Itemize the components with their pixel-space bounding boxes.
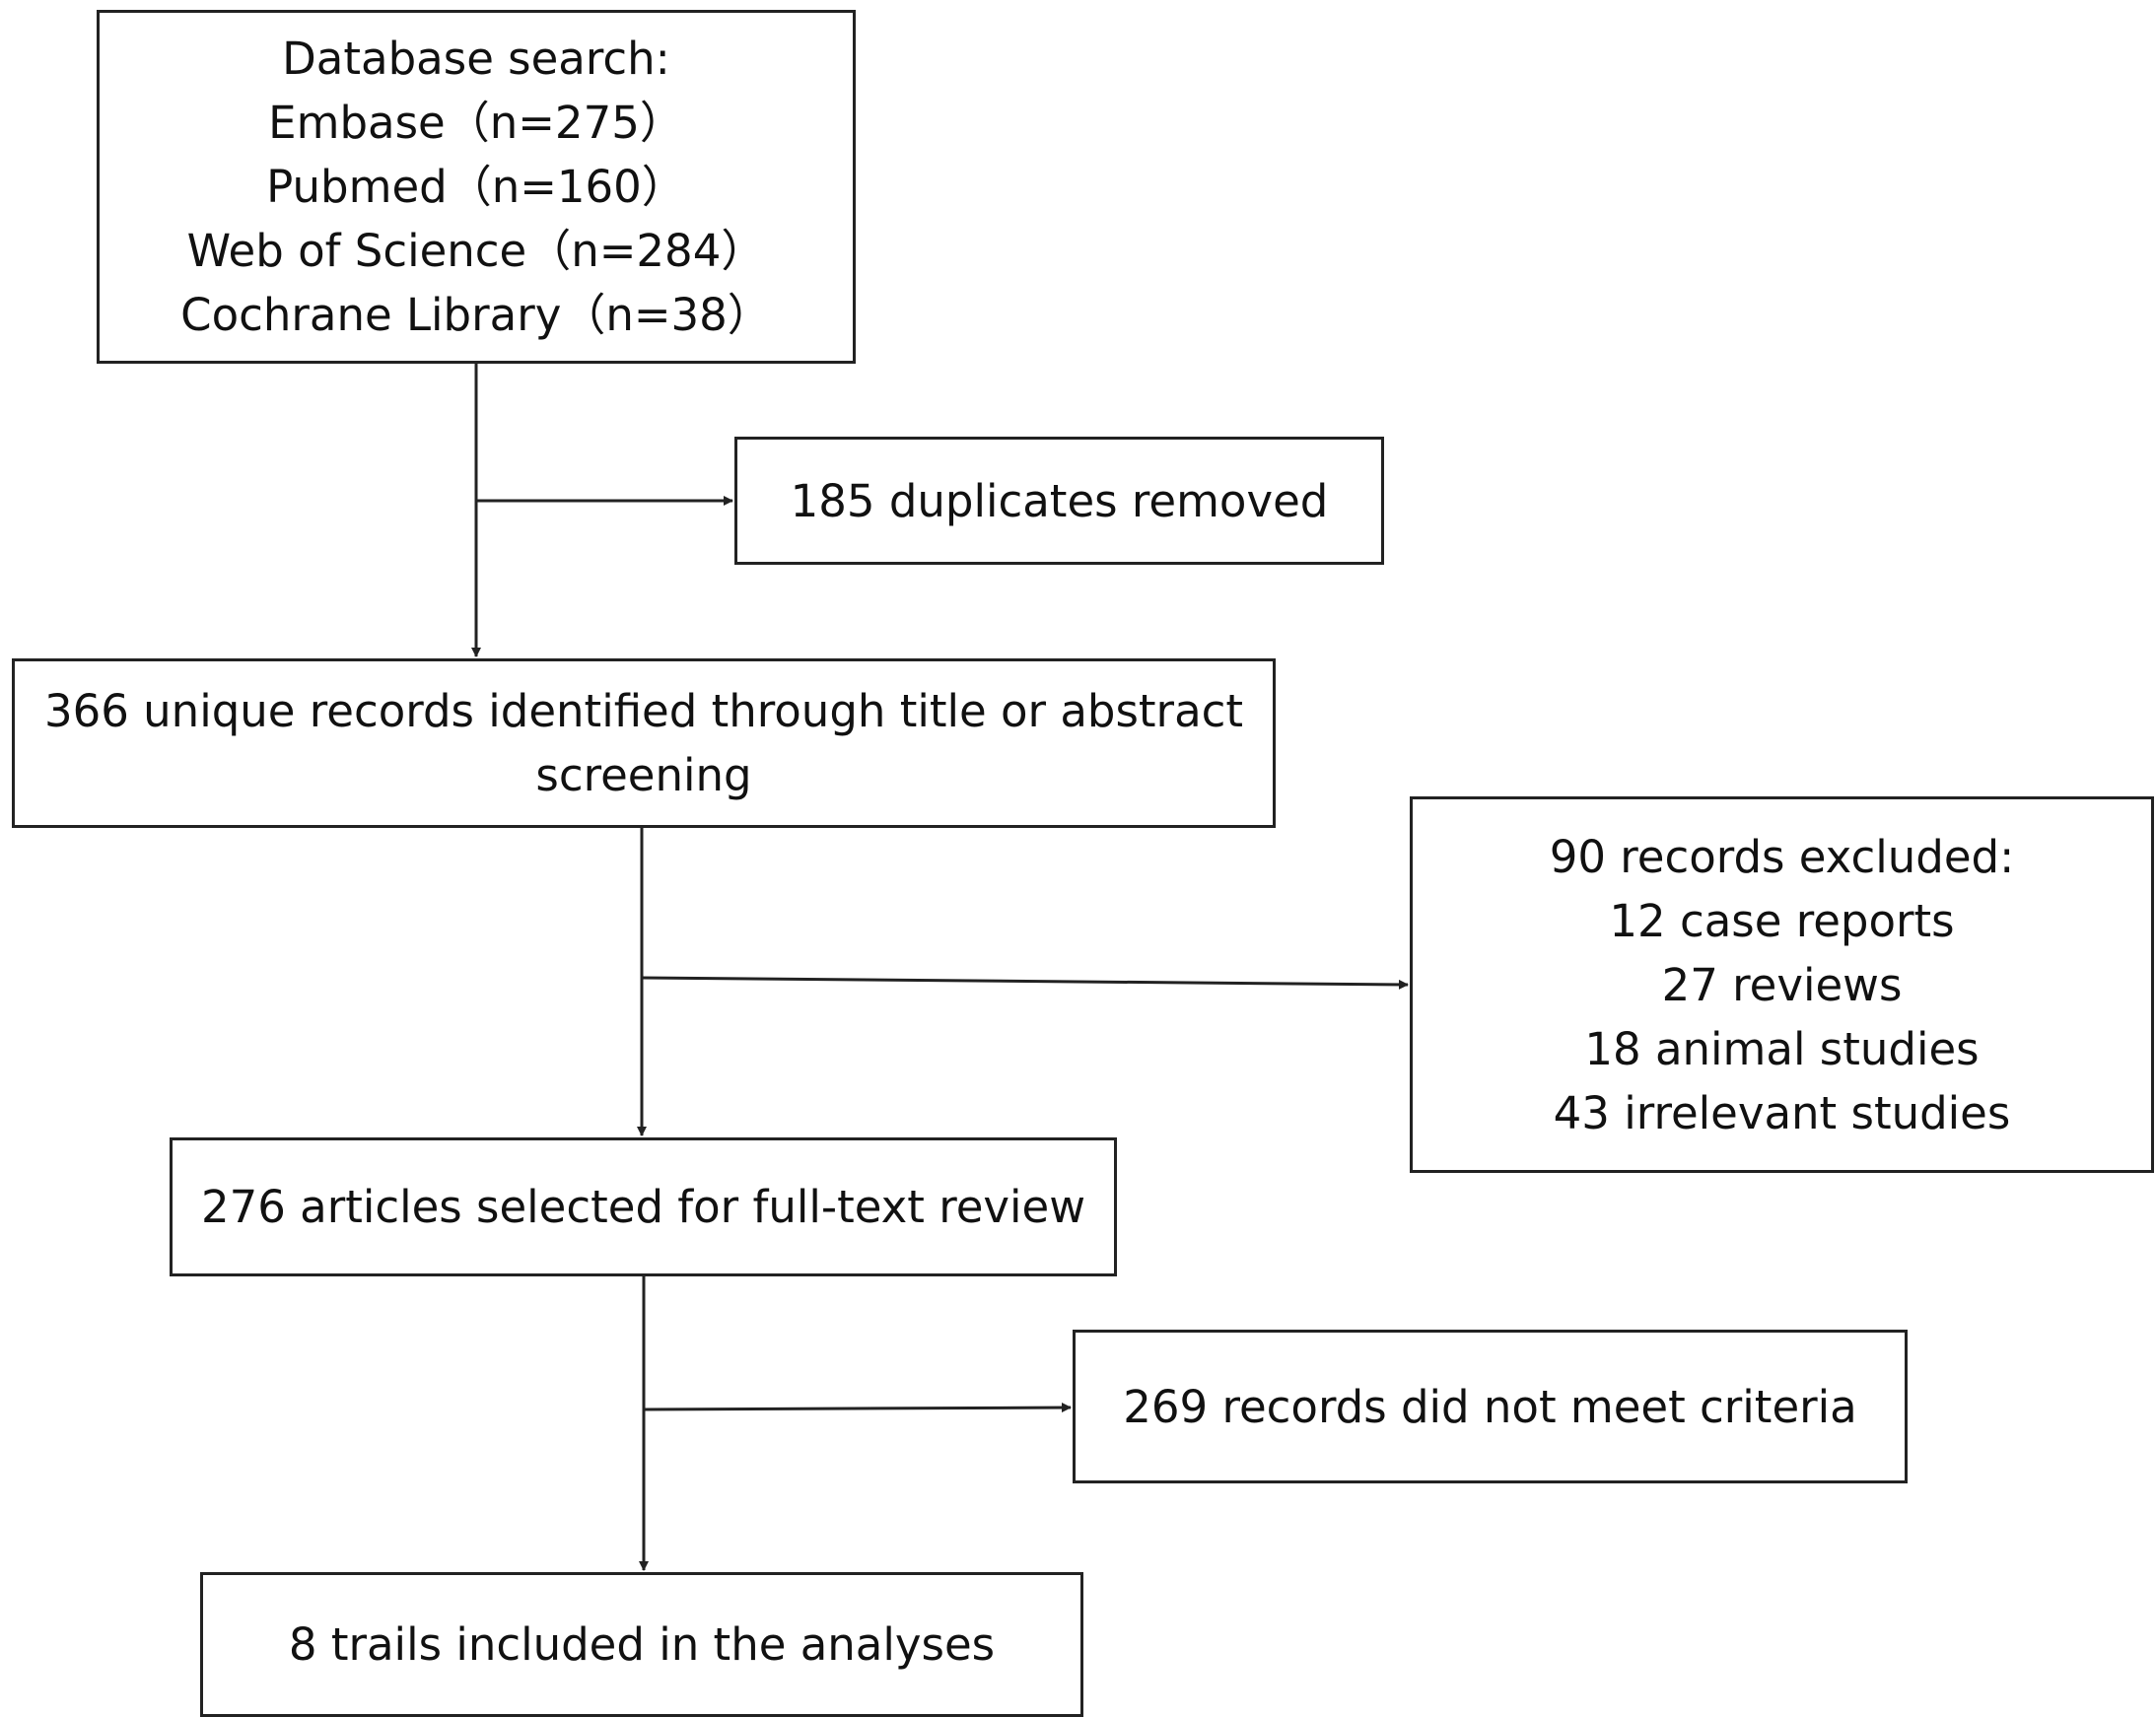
included-trials-box: 8 trails included in the analyses (200, 1572, 1083, 1717)
excluded-reviews: 27 reviews (1661, 958, 1903, 1011)
source-cochrane-library: Cochrane Library（n=38） (180, 289, 772, 341)
connector-to-excluded (641, 976, 1409, 990)
unique-records-text-line2: screening (535, 749, 752, 801)
unique-records-box: 366 unique records identified through ti… (12, 658, 1276, 828)
excluded-case-reports: 12 case reports (1609, 894, 1955, 947)
source-pubmed: Pubmed（n=160） (266, 161, 686, 213)
source-web-of-science: Web of Science（n=284） (186, 225, 766, 277)
excluded-title: 90 records excluded: (1549, 830, 2015, 883)
fulltext-review-box: 276 articles selected for full-text revi… (170, 1137, 1117, 1276)
excluded-irrelevant-studies: 43 irrelevant studies (1553, 1086, 2011, 1139)
database-search-box: Database search: Embase（n=275） Pubmed（n=… (97, 10, 856, 364)
did-not-meet-criteria-box: 269 records did not meet criteria (1073, 1330, 1908, 1483)
source-embase: Embase（n=275） (268, 97, 684, 149)
included-text: 8 trails included in the analyses (288, 1618, 996, 1671)
records-excluded-box: 90 records excluded: 12 case reports 27 … (1410, 796, 2154, 1173)
connector-to-criteria (643, 1403, 1072, 1413)
fulltext-text: 276 articles selected for full-text revi… (200, 1181, 1086, 1233)
excluded-animal-studies: 18 animal studies (1584, 1022, 1980, 1075)
criteria-text: 269 records did not meet criteria (1123, 1380, 1857, 1433)
unique-records-text-line1: 366 unique records identified through ti… (43, 685, 1244, 737)
duplicates-text: 185 duplicates removed (790, 474, 1329, 527)
duplicates-removed-box: 185 duplicates removed (734, 437, 1384, 565)
search-title: Database search: (282, 33, 670, 85)
